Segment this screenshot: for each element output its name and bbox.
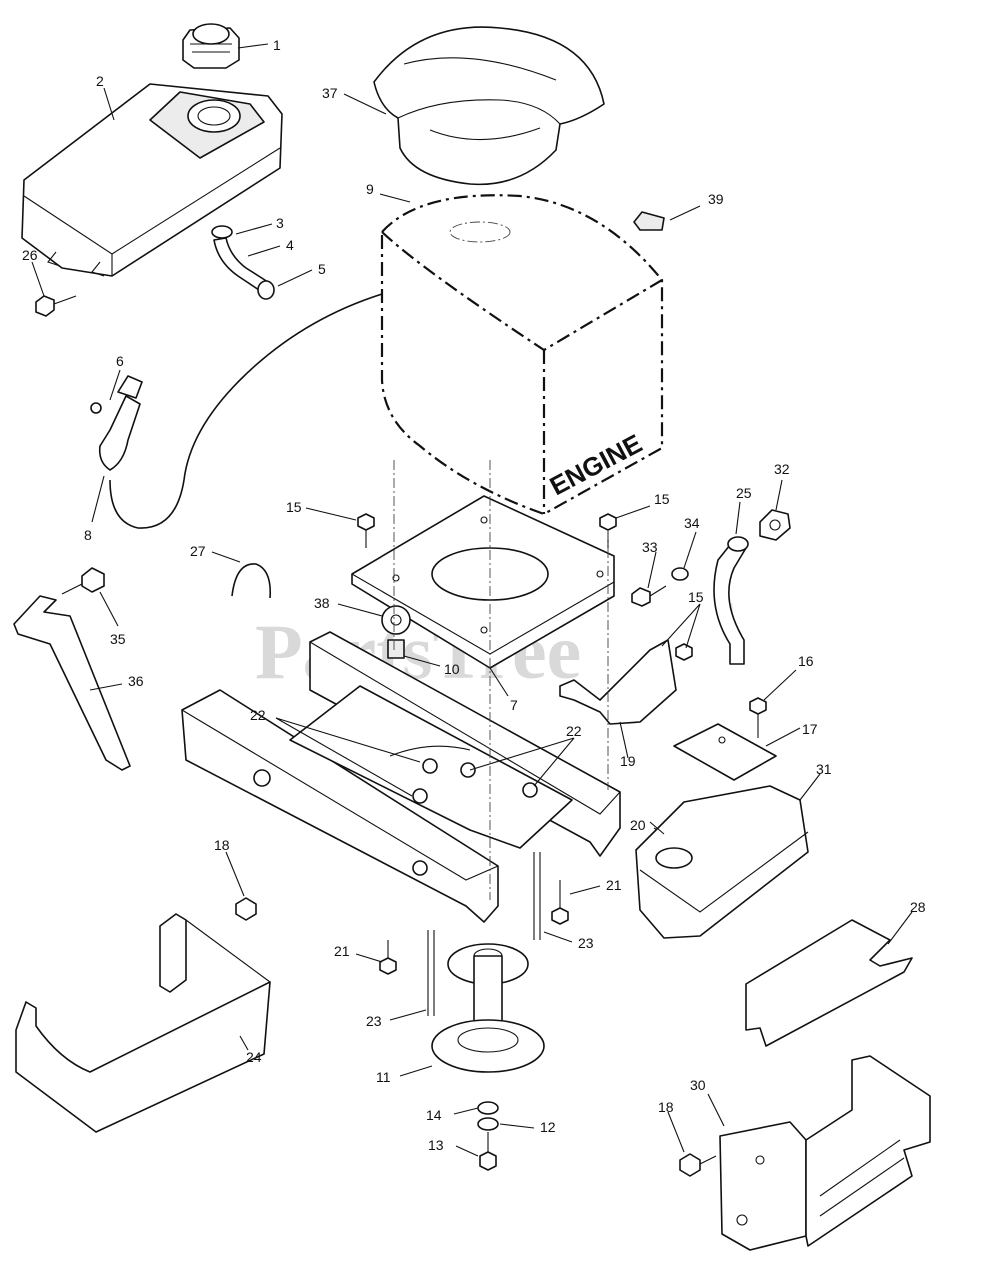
callout-13: 13 — [428, 1137, 444, 1153]
part-bracket-36 — [13, 567, 131, 771]
callout-7: 7 — [510, 697, 518, 713]
callout-21-left: 21 — [334, 943, 350, 959]
callout-15-left: 15 — [286, 499, 302, 515]
part-bracket-19 — [559, 639, 677, 725]
part-exhaust-pipe — [713, 536, 749, 665]
callout-30: 30 — [690, 1077, 706, 1093]
part-screw-26 — [35, 295, 77, 317]
callout-23-right: 23 — [578, 935, 594, 951]
callout-22-right: 22 — [566, 723, 582, 739]
part-washer-14 — [477, 1101, 499, 1115]
part-bracket-30 — [719, 1055, 931, 1251]
callout-8: 8 — [84, 527, 92, 543]
callout-19: 19 — [620, 753, 636, 769]
callout-9: 9 — [366, 181, 374, 197]
part-bolt-15-left — [357, 513, 375, 548]
part-sprocket-38 — [381, 605, 411, 659]
callout-27: 27 — [190, 543, 206, 559]
part-bolt-15-bracket — [675, 643, 693, 661]
callout-18-left: 18 — [214, 837, 230, 853]
part-heat-shield — [745, 919, 913, 1047]
callout-23-left: 23 — [366, 1013, 382, 1029]
part-retainer-27 — [231, 563, 272, 599]
callout-28: 28 — [910, 899, 926, 915]
callout-3: 3 — [276, 215, 284, 231]
callout-4: 4 — [286, 237, 294, 253]
part-belt-guard — [15, 913, 271, 1133]
part-nuts-22 — [412, 758, 538, 804]
callout-31: 31 — [816, 761, 832, 777]
callout-22-left: 22 — [250, 707, 266, 723]
callout-1: 1 — [273, 37, 281, 53]
callout-14: 14 — [426, 1107, 442, 1123]
part-clip-39 — [633, 211, 665, 231]
callout-39: 39 — [708, 191, 724, 207]
callout-17: 17 — [802, 721, 818, 737]
part-washer-12 — [477, 1117, 499, 1131]
part-muffler — [635, 785, 809, 939]
part-throttle-control — [90, 375, 143, 471]
callout-24: 24 — [246, 1049, 262, 1065]
part-fuel-hose — [211, 225, 275, 300]
part-bracket-17 — [673, 723, 777, 781]
callout-21-right: 21 — [606, 877, 622, 893]
callout-26: 26 — [22, 247, 38, 263]
part-fuel-tank — [21, 83, 283, 277]
callout-34: 34 — [684, 515, 700, 531]
part-bolts-21 — [379, 880, 569, 975]
callout-6: 6 — [116, 353, 124, 369]
callouts: 1 2 3 4 5 26 37 9 39 6 8 15 15 27 38 10 … — [22, 37, 926, 1153]
part-gasket-32 — [759, 509, 791, 541]
part-bolt-13 — [479, 1132, 497, 1171]
callout-15-bracket: 15 — [688, 589, 704, 605]
callout-32: 32 — [774, 461, 790, 477]
callout-2: 2 — [96, 73, 104, 89]
part-fuel-cap — [182, 23, 240, 69]
callout-18-right: 18 — [658, 1099, 674, 1115]
callout-37: 37 — [322, 85, 338, 101]
callout-10: 10 — [444, 661, 460, 677]
callout-11: 11 — [376, 1069, 391, 1085]
part-rods-23 — [427, 852, 541, 1016]
part-washer-34 — [671, 567, 689, 581]
callout-12: 12 — [540, 1119, 556, 1135]
callout-33: 33 — [642, 539, 658, 555]
leader-lines — [31, 43, 913, 1157]
callout-38: 38 — [314, 595, 330, 611]
callout-5: 5 — [318, 261, 326, 277]
part-pulley-assembly — [431, 943, 545, 1073]
callout-35: 35 — [110, 631, 126, 647]
callout-36: 36 — [128, 673, 144, 689]
part-engine: ENGINE — [380, 194, 664, 516]
part-bolt-18-left — [235, 897, 257, 921]
callout-20: 20 — [630, 817, 646, 833]
callout-25: 25 — [736, 485, 752, 501]
callout-15-right: 15 — [654, 491, 670, 507]
part-bolt-16 — [749, 697, 767, 738]
part-shroud — [373, 26, 605, 186]
callout-16: 16 — [798, 653, 814, 669]
part-nut-33 — [631, 585, 667, 607]
part-bolt-18-right — [679, 1153, 717, 1177]
